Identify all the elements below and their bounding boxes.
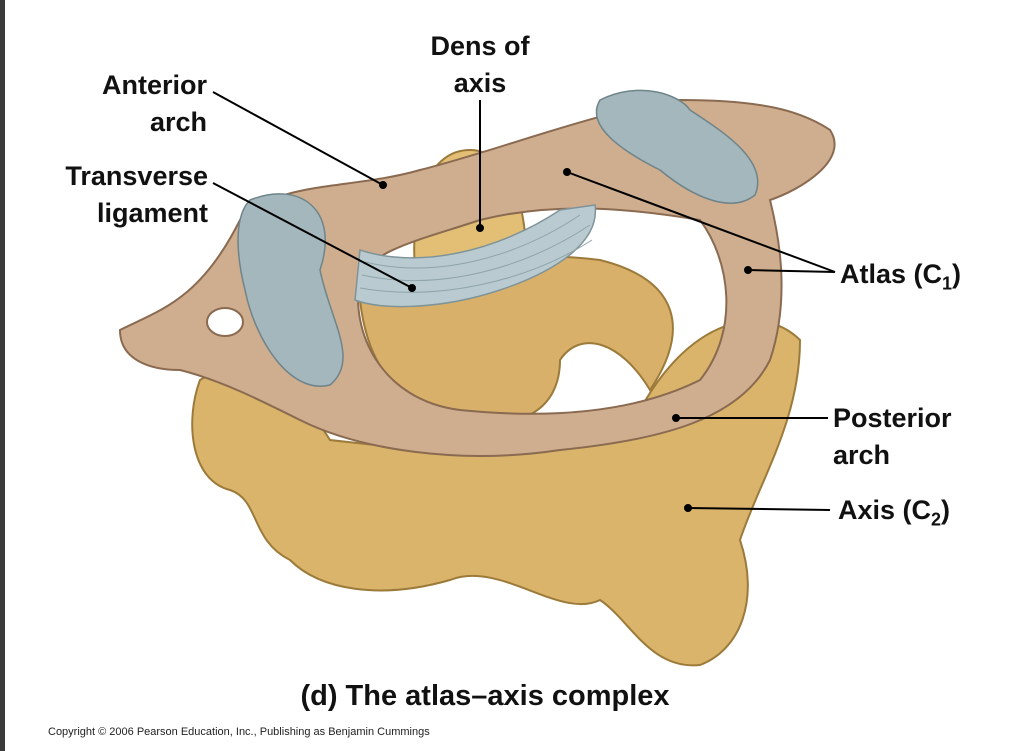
label-text: Atlas (C xyxy=(840,259,943,289)
label-line: Dens of xyxy=(430,31,530,61)
label-line: arch xyxy=(149,107,207,137)
label-sub: 2 xyxy=(931,509,942,530)
superior-facet-right xyxy=(595,89,759,204)
figure-caption: (d) The atlas–axis complex xyxy=(300,680,670,712)
label-sub: 1 xyxy=(942,273,953,294)
window-edge xyxy=(0,0,5,751)
label-posterior-arch: Posterior arch xyxy=(833,400,952,474)
label-line: Transverse xyxy=(65,161,208,191)
label-line: ligament xyxy=(96,198,208,228)
copyright-notice: Copyright © 2006 Pearson Education, Inc.… xyxy=(48,726,430,738)
label-axis: Axis (C2) xyxy=(838,492,950,538)
transverse-foramen xyxy=(206,307,244,337)
label-line: axis xyxy=(453,68,507,98)
label-dens-of-axis: Dens of axis xyxy=(400,28,560,102)
label-close: ) xyxy=(941,495,951,525)
label-line: Posterior xyxy=(833,403,952,433)
label-line: arch xyxy=(833,440,891,470)
label-anterior-arch: Anterior arch xyxy=(40,67,207,141)
label-atlas: Atlas (C1) xyxy=(840,256,961,302)
label-line: Anterior xyxy=(101,70,207,100)
label-transverse-ligament: Transverse ligament xyxy=(20,158,208,232)
superior-facet-left xyxy=(237,193,344,387)
leader-lines xyxy=(212,91,836,512)
transverse-ligament xyxy=(354,204,597,308)
label-text: Axis (C xyxy=(838,495,932,525)
label-close: ) xyxy=(952,259,962,289)
